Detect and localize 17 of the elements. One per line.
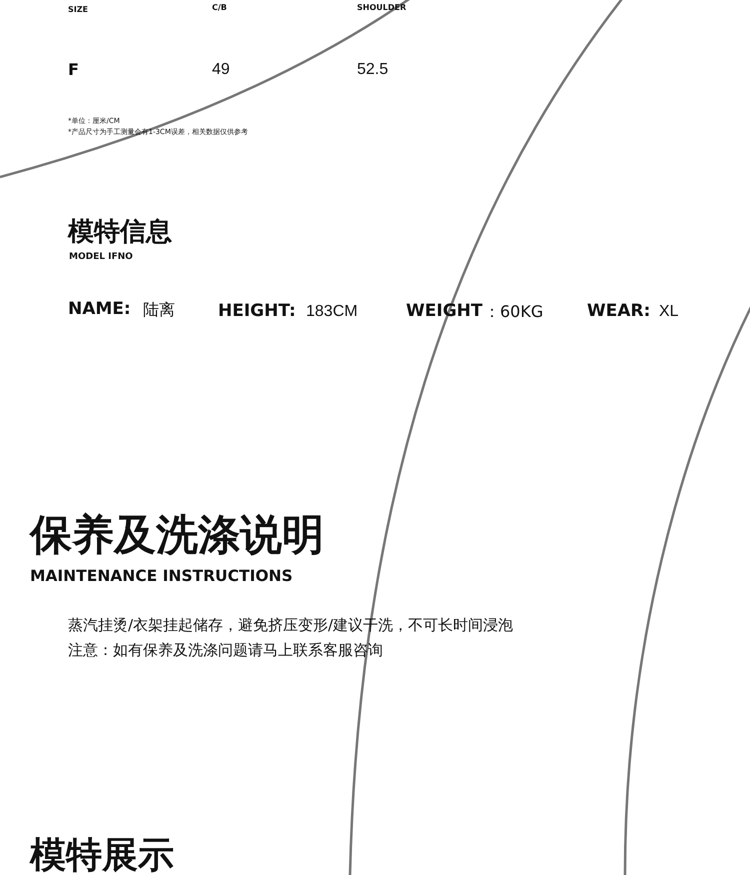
table-cell: 49	[212, 61, 230, 79]
field-label: HEIGHT:	[218, 302, 296, 321]
field-value: XL	[659, 303, 679, 321]
section-heading: 保养及洗涤说明	[30, 512, 324, 558]
section-subheading: MODEL IFNO	[69, 253, 133, 263]
section-heading: 模特信息	[68, 218, 172, 247]
field-label: WEAR:	[587, 302, 650, 321]
column-subheading: C/B	[212, 4, 227, 13]
field-value: 183CM	[306, 303, 358, 321]
field-label: NAME:	[68, 300, 131, 319]
section-subheading: MAINTENANCE INSTRUCTIONS	[30, 568, 293, 586]
field-value: 陆离	[143, 301, 175, 319]
column-subheading: SIZE	[68, 6, 88, 15]
field-value: ：60KG	[484, 303, 544, 321]
table-cell: F	[68, 61, 79, 79]
table-cell: 52.5	[357, 61, 388, 79]
section-heading: 模特展示	[30, 836, 174, 875]
